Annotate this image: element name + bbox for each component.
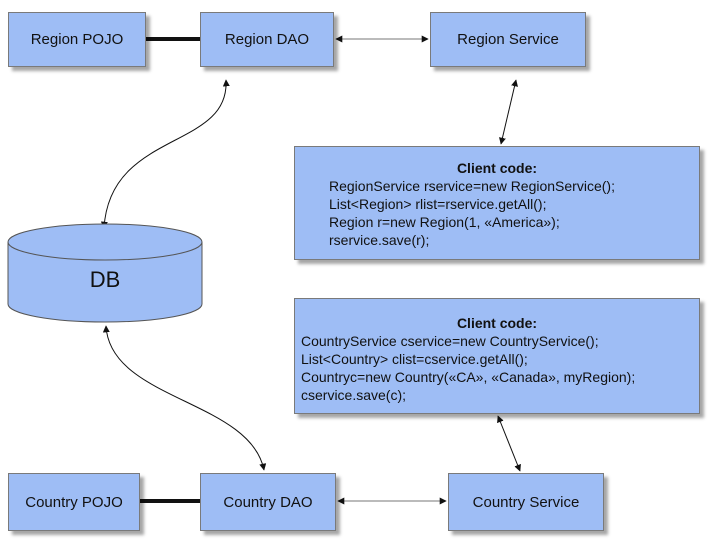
- region-client-code-line: RegionService rservice=new RegionService…: [329, 178, 615, 194]
- country-dao-label: Country DAO: [223, 493, 313, 511]
- region-pojo-label: Region POJO: [30, 31, 124, 48]
- country-dao-db-arrow: [102, 325, 267, 471]
- country-service-box: Country Service: [448, 473, 604, 531]
- country-pojo-label: Country POJO: [25, 493, 123, 511]
- db-cylinder: DB: [7, 223, 203, 323]
- region-client-code-box: Client code: RegionService rservice=new …: [294, 146, 700, 260]
- region-dao-db-arrow: [100, 79, 230, 229]
- country-service-label: Country Service: [472, 493, 580, 511]
- region-dao-box: Region DAO: [200, 12, 334, 67]
- country-client-code-line: List<Country> clist=cservice.getAll();: [301, 351, 528, 367]
- region-client-code-line: List<Region> rlist=rservice.getAll();: [329, 196, 547, 212]
- region-service-box: Region Service: [430, 12, 586, 67]
- region-dao-label: Region DAO: [224, 31, 310, 48]
- db-label: DB: [90, 267, 121, 292]
- region-client-code-line: rservice.save(r);: [329, 232, 430, 248]
- region-service-client-arrow: [499, 79, 518, 145]
- country-client-code-box: Client code: CountryService cservice=new…: [294, 298, 700, 414]
- country-client-code-line: Countryc=new Country(«CA», «Canada», myR…: [301, 369, 636, 385]
- region-pojo-box: Region POJO: [8, 12, 146, 67]
- region-client-code-title: Client code:: [456, 160, 538, 176]
- country-client-code-line: CountryService cservice=new CountryServi…: [301, 333, 599, 349]
- country-pojo-box: Country POJO: [8, 473, 140, 531]
- region-service-label: Region Service: [457, 31, 559, 48]
- country-client-code-line: cservice.save(c);: [301, 387, 407, 403]
- country-dao-box: Country DAO: [200, 473, 336, 531]
- region-client-code-line: Region r=new Region(1, «America»);: [329, 214, 560, 230]
- country-service-client-arrow: [497, 415, 521, 472]
- country-client-code-title: Client code:: [456, 315, 538, 331]
